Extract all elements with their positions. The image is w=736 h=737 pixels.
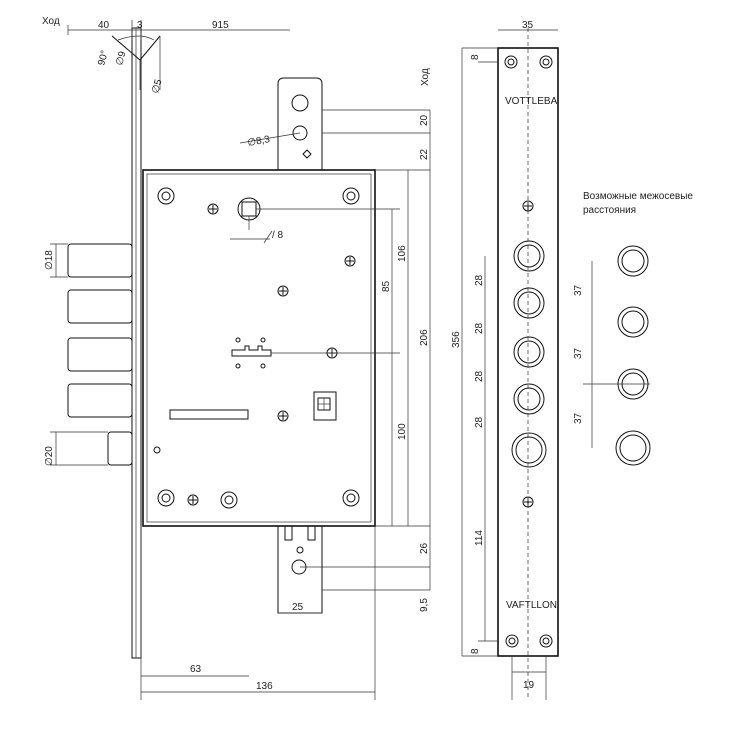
dim-8-top: 8 (470, 54, 481, 60)
dim-28b: 28 (474, 322, 485, 334)
dim-phi8-small: / 8 (272, 230, 284, 241)
lock-faceplate (131, 27, 142, 659)
dimension-lines (50, 20, 431, 700)
strike-brand-top: VOTTLEBA (505, 96, 558, 107)
dim-28c: 28 (474, 370, 485, 382)
dim-angle-90: 90° (96, 49, 111, 66)
dim-3: 3 (137, 20, 143, 31)
dim-phi8-3: ∅8,3 (247, 134, 272, 149)
dim-25: 25 (292, 602, 304, 613)
strike-brand-bottom: VAFTLLON (506, 600, 557, 611)
dim-106: 106 (397, 245, 408, 262)
hod-top-label: Ход (42, 16, 60, 27)
dim-100: 100 (397, 423, 408, 440)
dim-40: 40 (98, 20, 110, 31)
spacing-title-line1: Возможные межосевые (583, 191, 693, 202)
dim-22: 22 (419, 148, 430, 160)
dim-37c: 37 (573, 412, 584, 424)
dim-9-5: 9,5 (419, 598, 430, 612)
dim-8-bottom: 8 (470, 648, 481, 654)
lock-body (142, 169, 376, 527)
body-screw-holes (157, 187, 360, 509)
dim-114: 114 (474, 530, 485, 546)
dim-37b: 37 (573, 347, 584, 359)
dim-63: 63 (190, 664, 202, 675)
strike-plate (461, 28, 559, 700)
bottom-rod-bracket (277, 525, 323, 614)
spacing-title-line2: расстояния (583, 205, 636, 216)
dim-19: 19 (523, 680, 535, 691)
cylinder-switch (313, 391, 337, 421)
dim-26: 26 (419, 542, 430, 554)
latch-slot (169, 409, 249, 420)
dim-phi9: ∅9 (114, 50, 128, 67)
dim-136: 136 (256, 681, 273, 692)
dim-85: 85 (381, 280, 392, 292)
dim-37a: 37 (573, 284, 584, 296)
lock-bolts (67, 243, 133, 466)
dim-206: 206 (419, 329, 430, 346)
dim-356: 356 (451, 331, 462, 348)
dim-28d: 28 (474, 416, 485, 428)
dim-35: 35 (522, 20, 534, 31)
dim-20: 20 (419, 114, 430, 126)
possible-spacing-diagram (583, 245, 651, 466)
body-small-screws (153, 203, 356, 506)
hod-right-label: Ход (420, 68, 431, 86)
text-labels: Ход Ход VOTTLEBA VAFTLLON Возможные межо… (42, 16, 693, 692)
dim-phi20: ∅20 (44, 446, 55, 466)
dim-28a: 28 (474, 274, 485, 286)
dim-915: 915 (212, 20, 229, 31)
keyhole (231, 337, 272, 369)
top-rod-bracket (277, 77, 323, 170)
dim-phi18: ∅18 (44, 250, 55, 270)
dim-phi5: ∅5 (150, 78, 164, 95)
